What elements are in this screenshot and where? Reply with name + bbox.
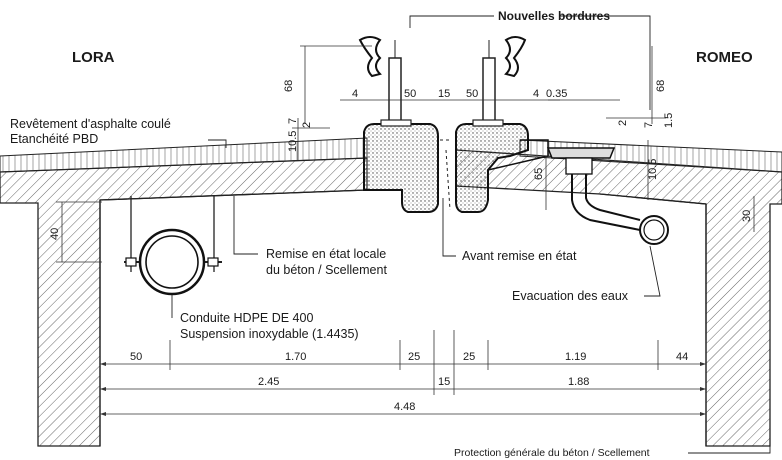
dim-105-left: 10.5 bbox=[287, 131, 299, 152]
left-railing-post bbox=[358, 36, 412, 127]
dim-68-left: 68 bbox=[283, 80, 295, 92]
dim-035: 0.35 bbox=[546, 88, 567, 100]
right-railing-post bbox=[472, 36, 527, 127]
dim-40: 40 bbox=[49, 228, 61, 240]
dim-2-left: 2 bbox=[301, 122, 313, 128]
dim-7-right: 7 bbox=[643, 122, 655, 128]
label-avant: Avant remise en état bbox=[462, 249, 577, 263]
dimension-lines bbox=[56, 45, 755, 446]
label-evacuation: Evacuation des eaux bbox=[512, 289, 629, 303]
label-etancheite: Etanchéité PBD bbox=[10, 132, 98, 146]
dim-bottom-r2-2: 1.88 bbox=[568, 376, 589, 388]
dim-65: 65 bbox=[533, 168, 545, 180]
right-curb-block bbox=[455, 123, 529, 213]
dim-bottom-r1-0: 50 bbox=[130, 351, 142, 363]
dim-15-right: 1.5 bbox=[663, 113, 675, 128]
dim-bottom-r1-4: 1.19 bbox=[565, 351, 586, 363]
side-label-lora: LORA bbox=[72, 49, 115, 66]
dim-50-right: 50 bbox=[466, 88, 478, 100]
dim-30: 30 bbox=[741, 210, 753, 222]
dim-105-right: 10.5 bbox=[647, 159, 659, 180]
label-protection: Protection générale du béton / Scellemen… bbox=[454, 447, 650, 459]
label-conduite: Conduite HDPE DE 400 bbox=[180, 311, 313, 325]
side-label-romeo: ROMEO bbox=[696, 49, 753, 66]
hdpe-conduit bbox=[124, 196, 222, 296]
dim-68-right: 68 bbox=[655, 80, 667, 92]
dim-4-right: 4 bbox=[533, 88, 539, 100]
dim-7-left: 7 bbox=[287, 118, 299, 124]
dim-15: 15 bbox=[438, 88, 450, 100]
dimension-ticks bbox=[100, 362, 706, 416]
label-remise-2: du béton / Scellement bbox=[266, 263, 387, 277]
old-profile-dashed bbox=[440, 139, 452, 211]
header-label: Nouvelles bordures bbox=[498, 9, 610, 23]
dim-bottom-r1-3: 25 bbox=[463, 351, 475, 363]
label-remise-1: Remise en état locale bbox=[266, 247, 386, 261]
dim-bottom-r1-1: 1.70 bbox=[285, 351, 306, 363]
dim-50-left: 50 bbox=[404, 88, 416, 100]
dim-bottom-r2-0: 2.45 bbox=[258, 376, 279, 388]
left-curb-block bbox=[363, 123, 439, 213]
leader-lines bbox=[171, 15, 771, 454]
dim-bottom-r3-0: 4.48 bbox=[394, 401, 415, 413]
label-revetement: Revêtement d'asphalte coulé bbox=[10, 117, 171, 131]
dim-bottom-r1-2: 25 bbox=[408, 351, 420, 363]
dim-4-left: 4 bbox=[352, 88, 358, 100]
label-suspension: Suspension inoxydable (1.4435) bbox=[180, 327, 359, 341]
dim-bottom-r2-1: 15 bbox=[438, 376, 450, 388]
left-deck-slab bbox=[0, 157, 368, 447]
drain-inlet bbox=[546, 147, 641, 231]
dim-2-right: 2 bbox=[617, 120, 629, 126]
dim-bottom-r1-5: 44 bbox=[676, 351, 688, 363]
